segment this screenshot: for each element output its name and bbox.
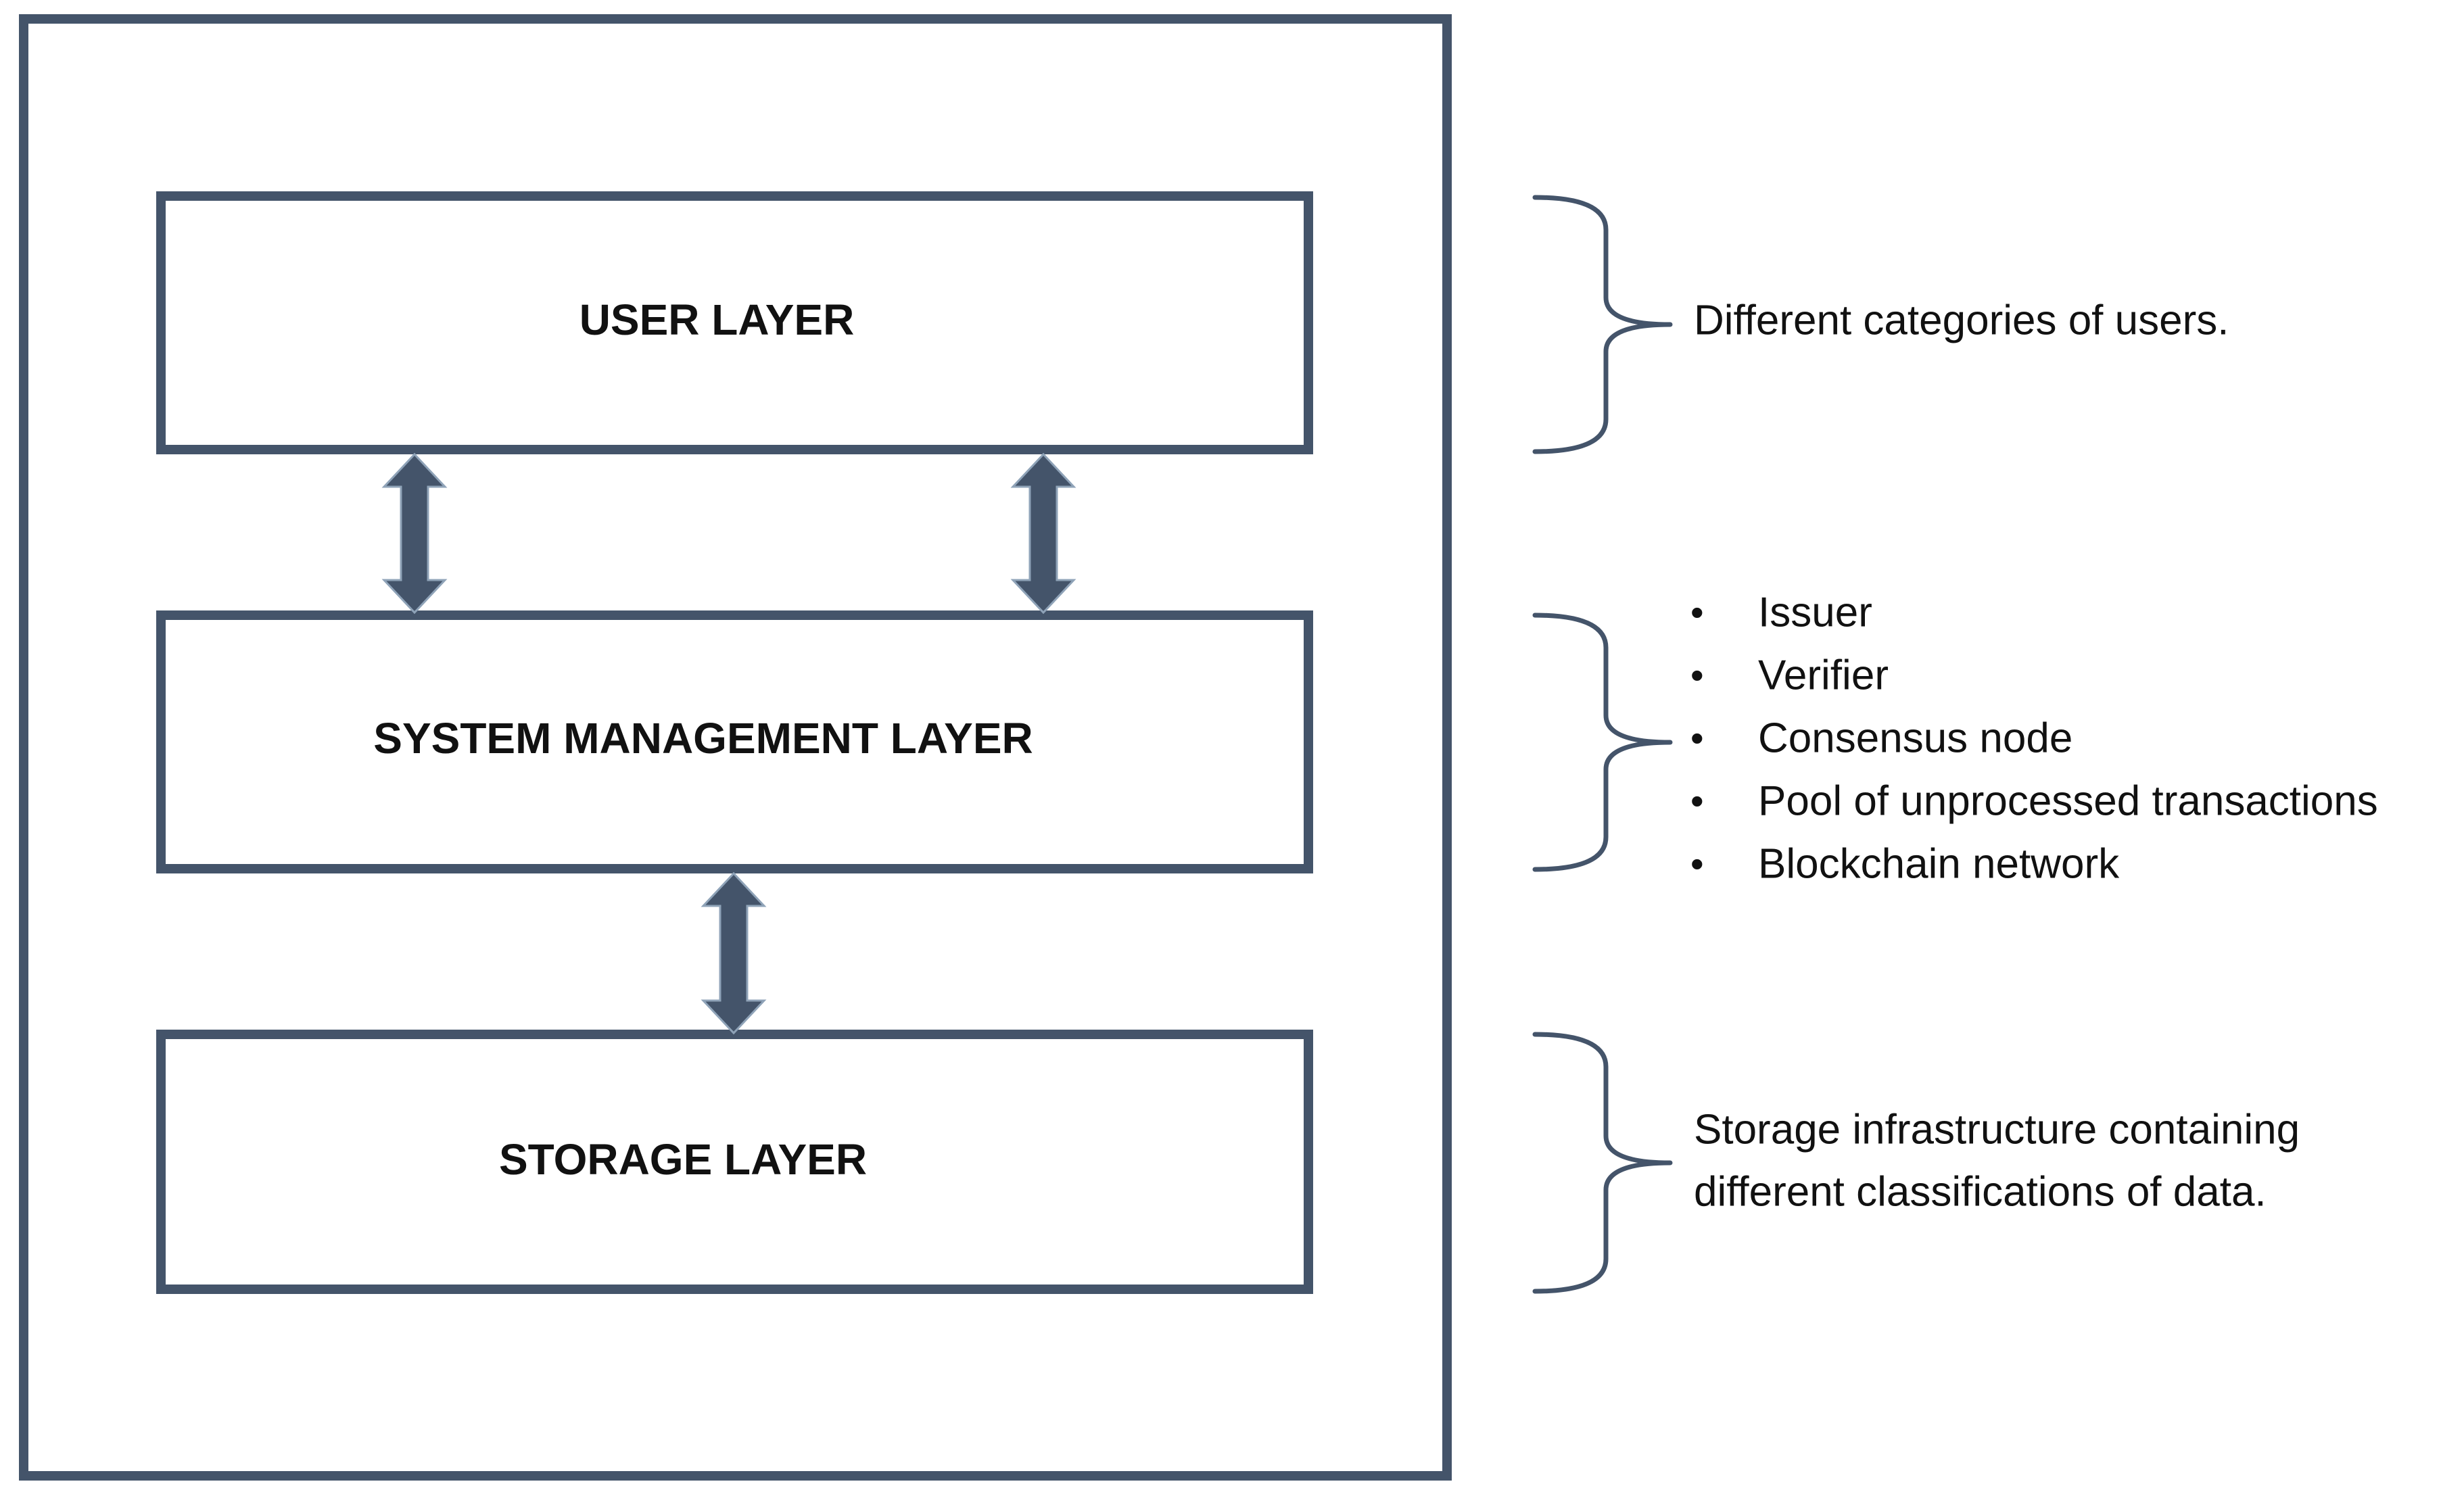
bullet-marker: • bbox=[1690, 654, 1704, 696]
user-layer-box bbox=[156, 191, 1313, 454]
outer-frame bbox=[19, 14, 1452, 1481]
storage-layer-box bbox=[156, 1030, 1313, 1294]
bullet-marker: • bbox=[1690, 779, 1704, 822]
system-management-bullet-list: • Issuer • Verifier • Consensus node • P… bbox=[1690, 589, 2378, 887]
bullet-marker: • bbox=[1690, 591, 1704, 633]
bullet-item-blockchain-network: Blockchain network bbox=[1758, 840, 2120, 887]
user-layer-label: USER LAYER bbox=[579, 295, 855, 344]
double-arrow-user-system-left bbox=[381, 452, 448, 615]
system-management-layer-label: SYSTEM MANAGEMENT LAYER bbox=[373, 714, 1033, 763]
system-management-layer-box bbox=[156, 610, 1313, 873]
storage-layer-description-line1: Storage infrastructure containing bbox=[1694, 1106, 2300, 1153]
bullet-item-verifier: Verifier bbox=[1758, 652, 1889, 698]
storage-layer-description-line2: different classifications of data. bbox=[1694, 1168, 2267, 1215]
bullet-item-pool: Pool of unprocessed transactions bbox=[1758, 777, 2378, 824]
user-layer-description: Different categories of users. bbox=[1694, 297, 2229, 343]
bullet-item-consensus-node: Consensus node bbox=[1758, 715, 2072, 761]
brace-storage-layer bbox=[1532, 1032, 1673, 1294]
storage-layer-label: STORAGE LAYER bbox=[499, 1135, 867, 1184]
bullet-item-issuer: Issuer bbox=[1758, 589, 1872, 635]
brace-user-layer bbox=[1532, 195, 1673, 454]
bullet-marker: • bbox=[1690, 717, 1704, 759]
double-arrow-system-storage bbox=[701, 871, 767, 1035]
double-arrow-user-system-right bbox=[1010, 452, 1076, 615]
brace-system-management-layer bbox=[1532, 613, 1673, 872]
bullet-marker: • bbox=[1690, 842, 1704, 885]
